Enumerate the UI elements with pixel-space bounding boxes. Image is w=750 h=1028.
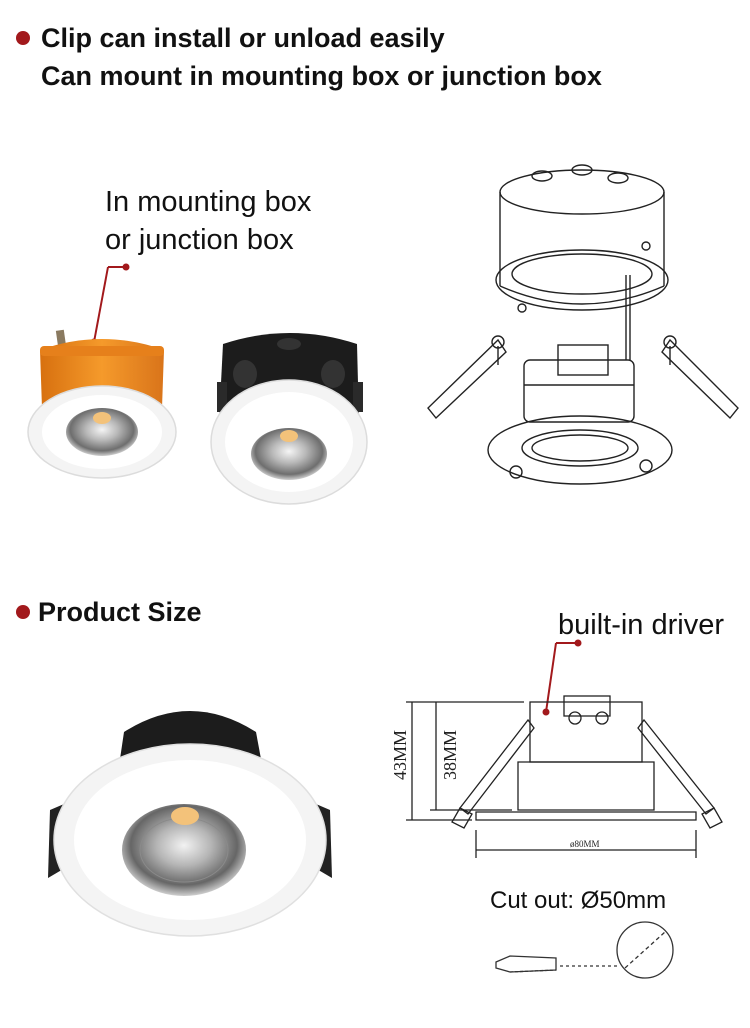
mounting-box-callout-line2: or junction box	[105, 224, 294, 256]
bullet-dot-1	[16, 31, 30, 45]
dimension-height-total: 43MM	[390, 730, 410, 780]
feature-heading-line1: Clip can install or unload easily	[41, 23, 445, 53]
cutout-label: Cut out: Ø50mm	[490, 887, 667, 914]
dimension-diameter: ø80MM	[570, 839, 600, 849]
bullet-dot-2	[16, 605, 30, 619]
built-in-driver-label: built-in driver	[558, 609, 724, 641]
feature-heading-line2: Can mount in mounting box or junction bo…	[41, 61, 602, 91]
dimension-drawing: 43MM 38MM ø80MM	[390, 695, 723, 858]
downlight-black-junction-box-photo	[210, 333, 368, 505]
dimension-height-body: 38MM	[440, 730, 460, 780]
exploded-installation-drawing	[427, 164, 739, 485]
mounting-box-callout-line1: In mounting box	[105, 186, 312, 218]
downlight-orange-mounting-box-photo	[27, 329, 177, 479]
product-size-heading: Product Size	[38, 597, 202, 627]
downlight-product-photo	[48, 711, 332, 937]
saw-cutout-icon	[495, 921, 674, 979]
